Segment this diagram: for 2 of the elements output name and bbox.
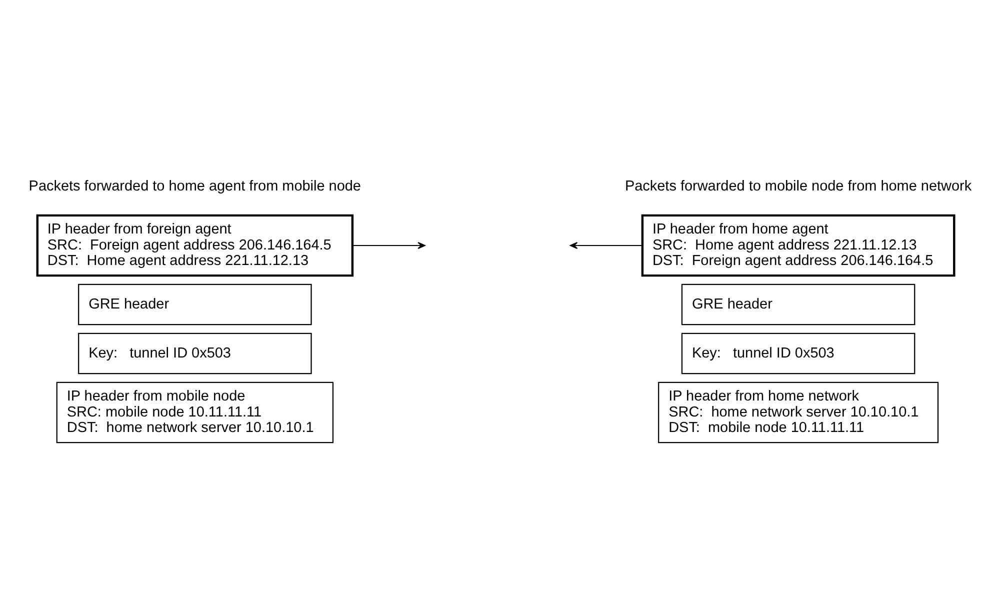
label: Packets forwarded to home agent from mobile node	[28, 178, 360, 194]
label: Packets forwarded to mobile node from home network	[624, 178, 972, 194]
